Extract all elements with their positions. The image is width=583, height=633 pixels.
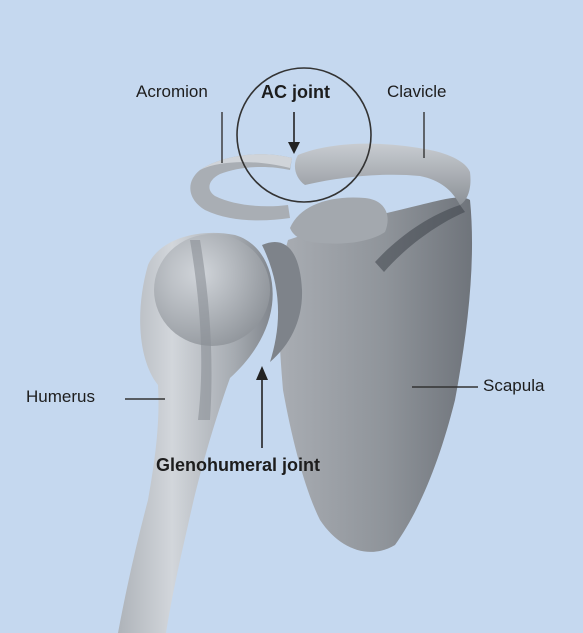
humeral-head [154,234,270,346]
humerus-label: Humerus [26,387,95,407]
ac-joint-label: AC joint [261,82,330,103]
scapula-label: Scapula [483,376,544,396]
clavicle-label: Clavicle [387,82,447,102]
glenohumeral-joint-label: Glenohumeral joint [156,455,320,476]
glenohumeral-arrow-head [256,366,268,380]
scapula-bone [279,198,472,552]
clavicle-bone [295,144,471,205]
ac-joint-arrow-head [288,142,300,154]
coracoid-process [290,197,388,243]
acromion-label: Acromion [136,82,208,102]
